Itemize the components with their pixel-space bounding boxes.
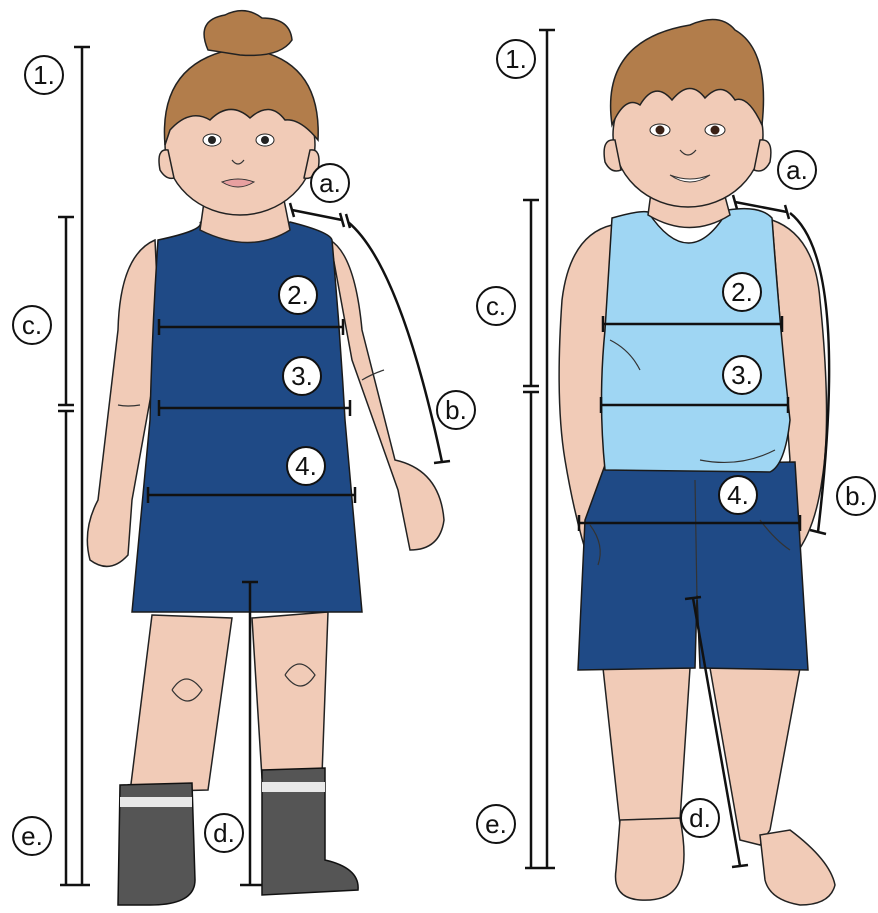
boy-tank-top <box>602 209 791 472</box>
svg-text:c.: c. <box>486 291 506 321</box>
svg-text:d.: d. <box>213 818 235 848</box>
girl-label-inseam: d. <box>205 814 243 852</box>
svg-text:3.: 3. <box>731 360 753 390</box>
svg-text:a.: a. <box>786 155 808 185</box>
girl-label-hip: 4. <box>287 447 325 485</box>
boy-label-lower: e. <box>477 805 515 843</box>
boy-label-waist: 3. <box>723 356 761 394</box>
svg-text:2.: 2. <box>287 280 309 310</box>
svg-text:4.: 4. <box>295 451 317 481</box>
girl-right-leg <box>252 612 328 778</box>
girl-label-lower: e. <box>13 817 51 855</box>
svg-text:2.: 2. <box>731 277 753 307</box>
svg-text:1.: 1. <box>33 60 55 90</box>
svg-text:e.: e. <box>485 809 507 839</box>
svg-text:3.: 3. <box>291 361 313 391</box>
girl-figure <box>87 11 444 905</box>
girl-label-waist: 3. <box>283 357 321 395</box>
svg-text:a.: a. <box>319 168 341 198</box>
girl-left-leg <box>130 615 232 792</box>
boy-right-leg <box>710 668 800 845</box>
svg-text:c.: c. <box>22 310 42 340</box>
girl-label-height: 1. <box>25 56 63 94</box>
boy-left-foot <box>616 818 685 900</box>
svg-text:b.: b. <box>845 481 867 511</box>
boy-label-hip: 4. <box>719 476 757 514</box>
girl-dress <box>132 222 362 612</box>
boy-label-shoulder: a. <box>778 151 816 189</box>
boy-label-height: 1. <box>497 40 535 78</box>
boy-right-foot <box>760 830 835 905</box>
svg-text:e.: e. <box>21 821 43 851</box>
girl-right-boot <box>262 768 358 895</box>
svg-text:b.: b. <box>445 395 467 425</box>
boy-label-upper: c. <box>477 287 515 325</box>
girl-left-boot <box>118 783 195 905</box>
boy-label-inseam: d. <box>681 799 719 837</box>
girl-label-arm: b. <box>437 391 475 429</box>
girl-label-chest: 2. <box>279 276 317 314</box>
svg-text:d.: d. <box>689 803 711 833</box>
girl-label-shoulder: a. <box>311 164 349 202</box>
boy-label-arm: b. <box>837 477 875 515</box>
girl-hair-bun <box>204 11 292 56</box>
boy-left-leg <box>603 668 690 825</box>
girl-label-upper: c. <box>13 306 51 344</box>
svg-text:1.: 1. <box>505 44 527 74</box>
boy-label-chest: 2. <box>723 273 761 311</box>
svg-text:4.: 4. <box>727 480 749 510</box>
boy-shorts <box>578 462 808 670</box>
